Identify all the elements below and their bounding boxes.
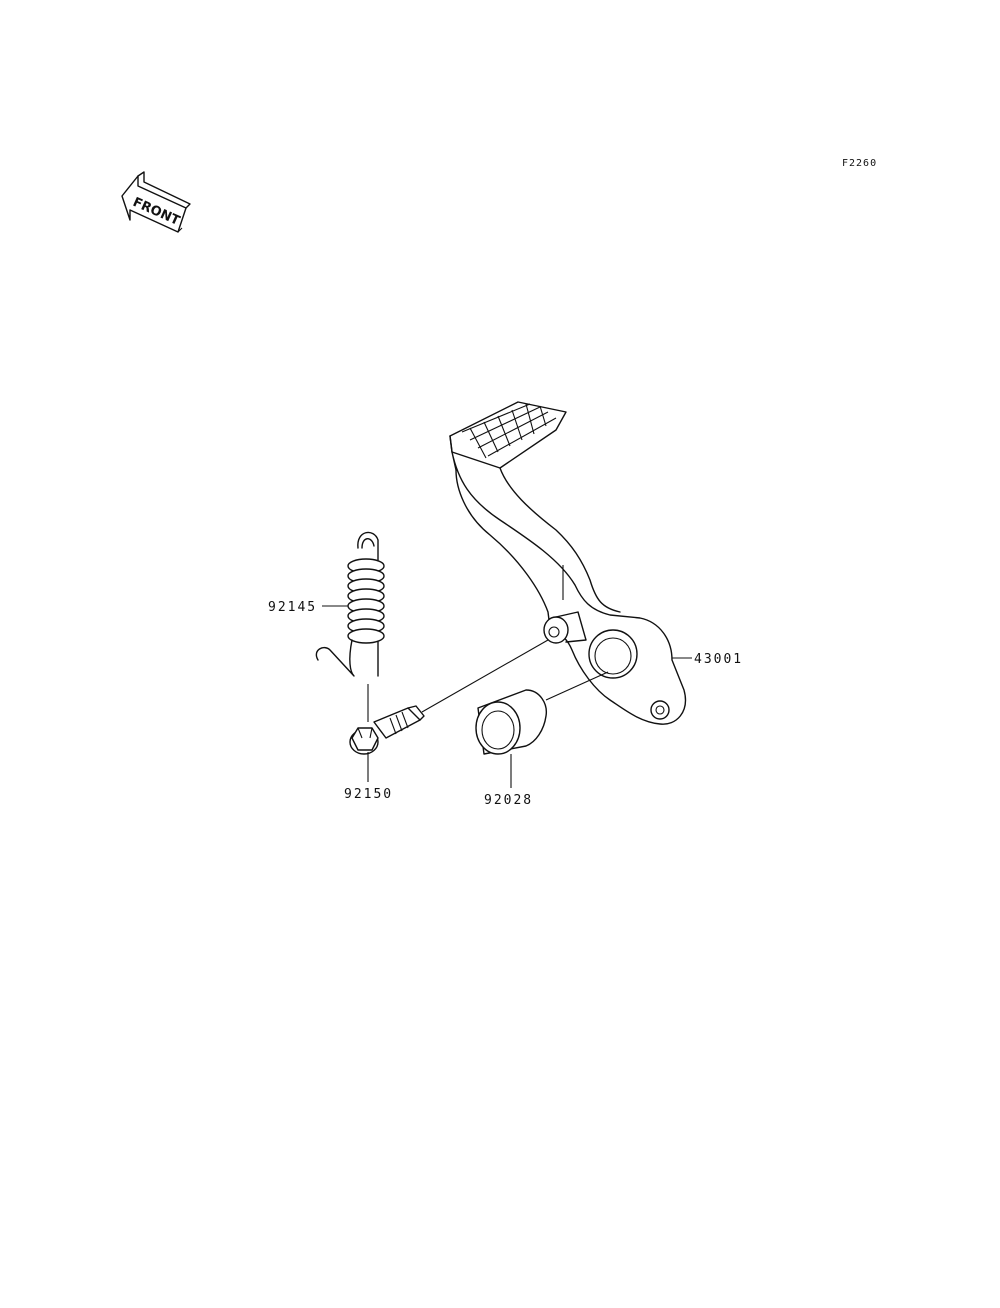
part-number-pivot-bolt: 92150: [344, 787, 393, 802]
front-arrow-icon: FRONT: [121, 171, 191, 233]
part-number-bushing: 92028: [484, 793, 533, 808]
part-number-spring: 92145: [268, 600, 317, 615]
figure-code: F2260: [842, 158, 877, 169]
assembly-lines: [322, 605, 692, 788]
bushing-icon: [475, 689, 547, 755]
pivot-bolt-icon: [349, 705, 425, 755]
part-number-brake-pedal: 43001: [694, 652, 743, 667]
brake-pedal-icon: [449, 401, 687, 725]
spring-icon: [315, 531, 385, 677]
